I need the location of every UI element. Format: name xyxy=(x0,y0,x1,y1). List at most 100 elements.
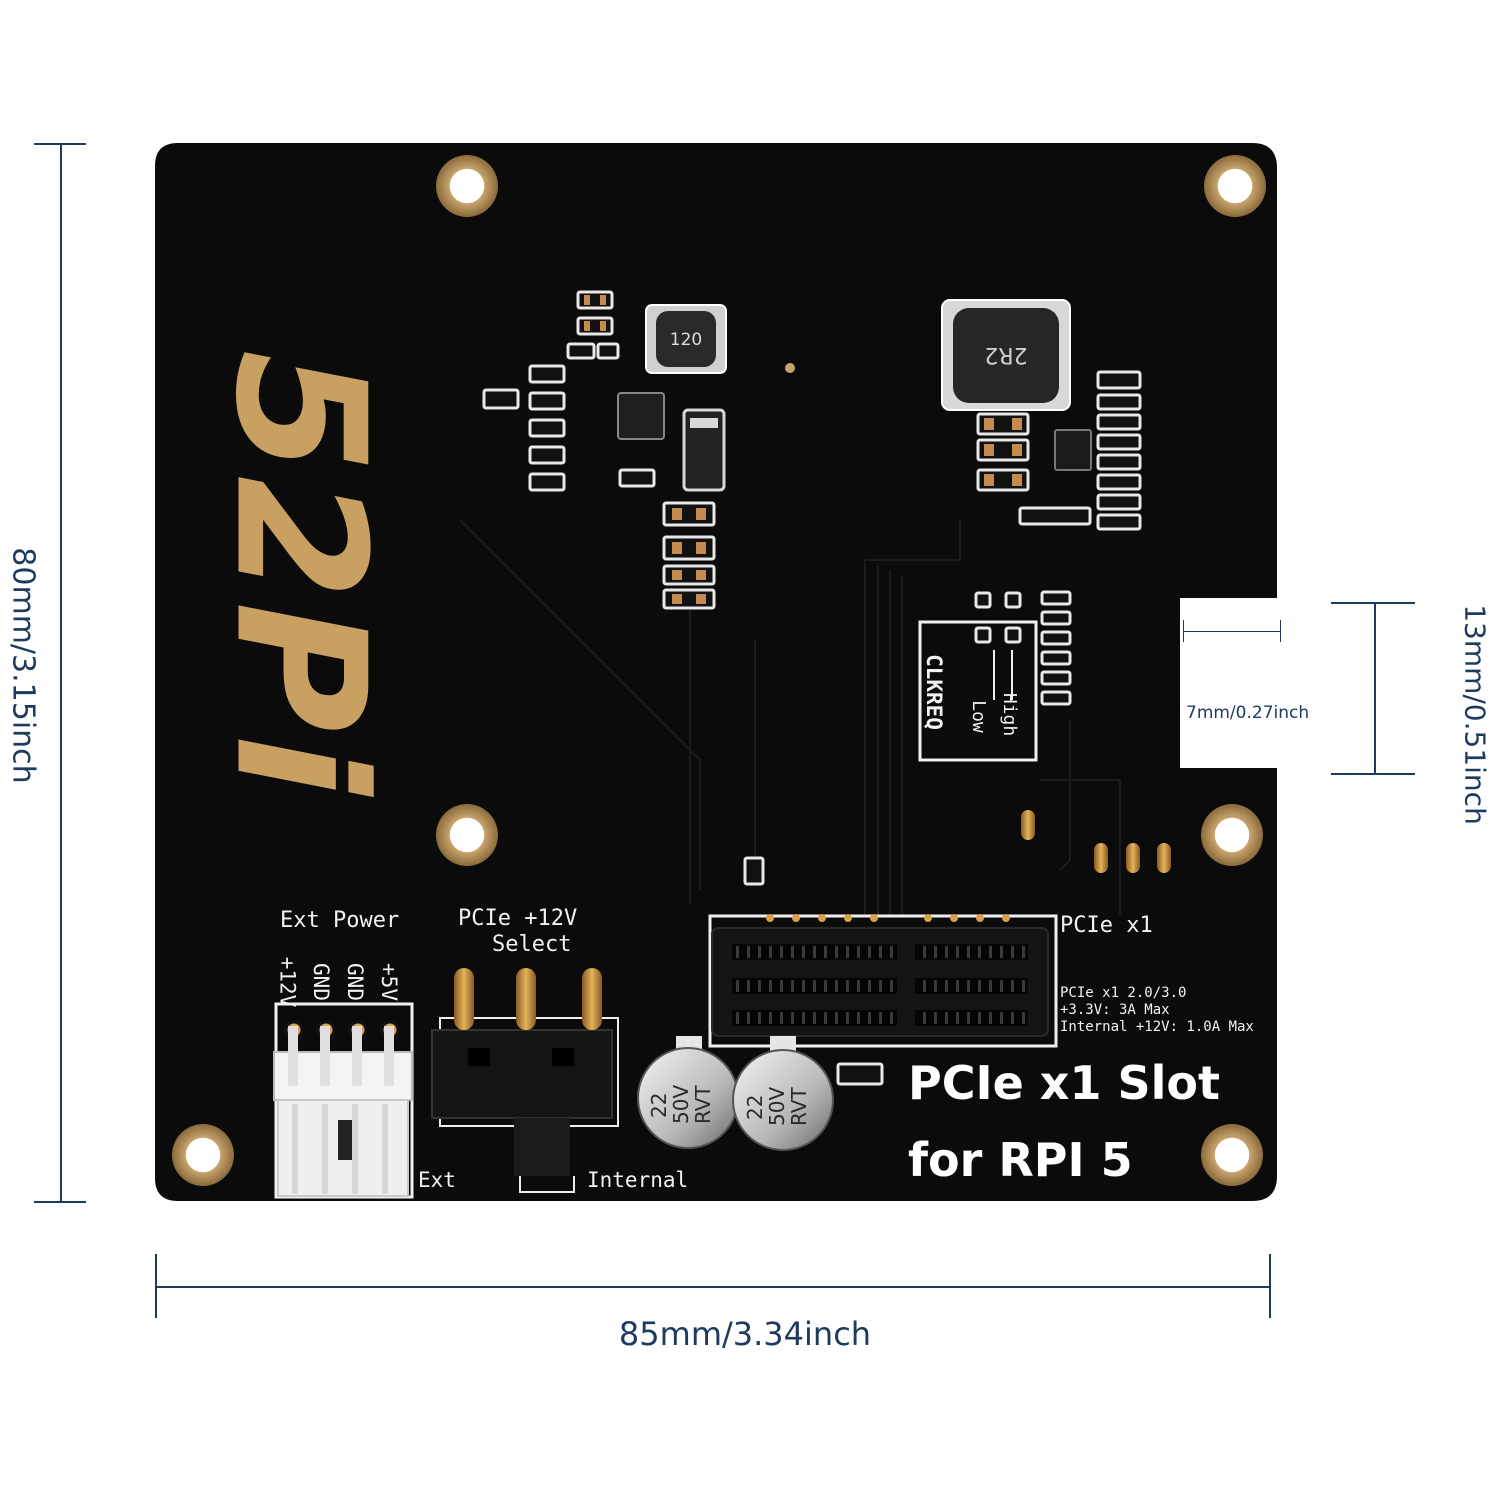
slot-spec-2: +3.3V: 3A Max xyxy=(1060,1002,1170,1018)
slot-contact xyxy=(791,1012,794,1024)
slot-contact xyxy=(967,946,970,958)
slot-contact xyxy=(758,946,761,958)
clkreq-title: CLKREQ xyxy=(921,654,946,730)
inductor-small xyxy=(645,304,727,374)
slot-contact xyxy=(769,1012,772,1024)
ext-pin-gnd-1: GND xyxy=(308,963,333,1001)
slot-contact xyxy=(890,946,893,958)
slot-contact xyxy=(1011,980,1014,992)
slot-contact xyxy=(934,1012,937,1024)
slot-contact xyxy=(758,1012,761,1024)
test-points xyxy=(785,363,1171,873)
slot-contact xyxy=(945,980,948,992)
slot-contact xyxy=(813,980,816,992)
ext-pin-5v: +5V xyxy=(376,963,401,1001)
slot-contact xyxy=(967,980,970,992)
slot-contact xyxy=(780,1012,783,1024)
svg-text:50V: 50V xyxy=(669,1085,693,1124)
capacitor-text: 22 50V RVT 22 50V RVT xyxy=(647,1085,811,1126)
slot-contact xyxy=(835,1012,838,1024)
pcie-select-subtitle: Select xyxy=(492,932,572,957)
slot-contact xyxy=(1000,980,1003,992)
slot-contact xyxy=(879,1012,882,1024)
slot-contact xyxy=(989,1012,992,1024)
slot-contact xyxy=(989,980,992,992)
inductor-large-label: 2R2 xyxy=(984,342,1027,367)
inductor-small-label: 120 xyxy=(670,330,702,350)
inductor-large xyxy=(941,299,1071,411)
slot-contact xyxy=(824,1012,827,1024)
smd-pads-left xyxy=(584,295,706,604)
smd-cluster-right xyxy=(836,370,1142,1086)
slot-contact xyxy=(824,946,827,958)
slot-contact xyxy=(769,980,772,992)
slot-spec-1: PCIe x1 2.0/3.0 xyxy=(1060,985,1187,1001)
slot-contact xyxy=(835,946,838,958)
slot-contact xyxy=(967,1012,970,1024)
width-label: 85mm/3.34inch xyxy=(618,1315,872,1353)
svg-text:22: 22 xyxy=(743,1095,767,1120)
svg-text:50V: 50V xyxy=(765,1087,789,1126)
slot-contact xyxy=(868,980,871,992)
slot-contact xyxy=(780,980,783,992)
slot-contact xyxy=(857,946,860,958)
slot-contact xyxy=(956,946,959,958)
slot-contact xyxy=(1000,1012,1003,1024)
slot-contact xyxy=(769,946,772,958)
svg-text:22: 22 xyxy=(647,1093,671,1118)
slot-contact xyxy=(956,980,959,992)
slot-contact xyxy=(747,946,750,958)
slot-contact xyxy=(758,980,761,992)
electrolytic-capacitors xyxy=(637,1036,834,1151)
pcie-slot xyxy=(708,914,1058,1048)
slot-contact xyxy=(1011,946,1014,958)
slot-contact xyxy=(857,980,860,992)
slot-contact xyxy=(813,1012,816,1024)
slot-contact xyxy=(747,980,750,992)
ext-pin-gnd-2: GND xyxy=(342,963,367,1001)
pcb-traces xyxy=(459,519,1121,915)
slot-contact xyxy=(802,980,805,992)
slot-contact xyxy=(945,1012,948,1024)
slot-contact xyxy=(1000,946,1003,958)
slot-contact xyxy=(802,1012,805,1024)
slot-contact xyxy=(791,980,794,992)
qfn-chip xyxy=(617,392,665,440)
slot-pads xyxy=(766,914,1010,922)
ext-power-title: Ext Power xyxy=(280,908,400,933)
svg-text:RVT: RVT xyxy=(787,1087,811,1126)
slot-contact xyxy=(736,946,739,958)
slot-contact xyxy=(780,946,783,958)
slot-label: PCIe x1 xyxy=(1060,913,1153,938)
pcie-12v-select-switch xyxy=(431,968,619,1193)
clkreq-low: Low xyxy=(967,700,989,733)
slot-contact xyxy=(923,946,926,958)
slot-contact xyxy=(1022,946,1025,958)
slot-contact xyxy=(868,946,871,958)
slot-contact xyxy=(736,1012,739,1024)
slot-contact xyxy=(802,946,805,958)
slot-contacts xyxy=(736,946,1025,1024)
slot-contact xyxy=(978,980,981,992)
ext-pin-12v: +12V xyxy=(275,956,300,1008)
slot-contact xyxy=(978,1012,981,1024)
ext-label: Ext xyxy=(418,1168,456,1192)
notch-depth-label: 7mm/0.27inch xyxy=(1186,703,1310,723)
ext-power-connector xyxy=(273,1002,414,1199)
pcie-select-title: PCIe +12V xyxy=(458,906,578,931)
slot-contact xyxy=(978,946,981,958)
board-title-line2: for RPI 5 xyxy=(908,1133,1133,1187)
slot-contact xyxy=(736,980,739,992)
slot-contact xyxy=(824,980,827,992)
slot-contact xyxy=(879,980,882,992)
slot-contact xyxy=(846,1012,849,1024)
slot-contact xyxy=(923,980,926,992)
slot-contact xyxy=(1022,980,1025,992)
board-title-line1: PCIe x1 Slot xyxy=(908,1056,1220,1110)
clkreq-high: High xyxy=(999,692,1021,737)
slot-contact xyxy=(813,946,816,958)
svg-text:RVT: RVT xyxy=(691,1085,715,1124)
diode xyxy=(682,408,726,492)
brand-logo: 52Pi xyxy=(196,349,404,798)
